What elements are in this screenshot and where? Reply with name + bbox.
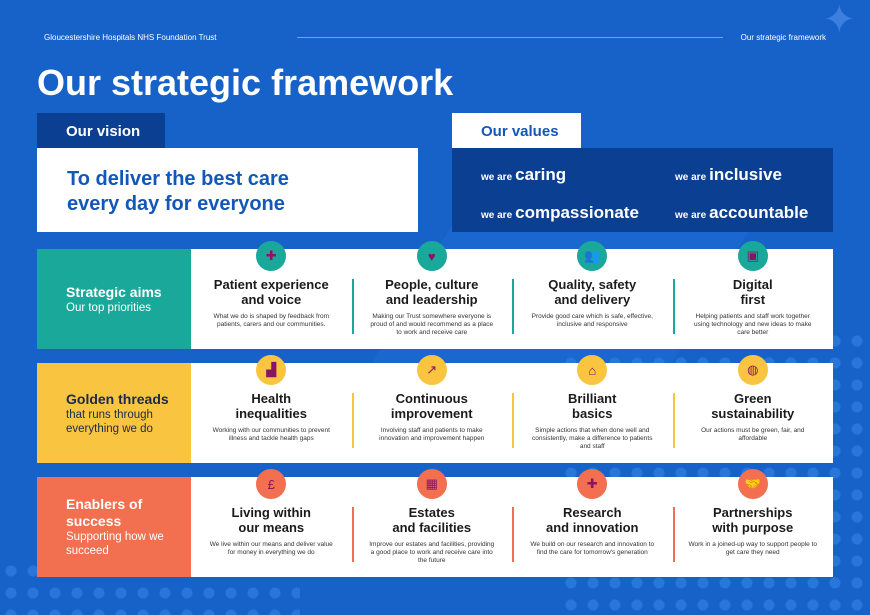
framework-card: ↗ Continuous improvement Involving staff…	[351, 355, 513, 463]
row-subtitle: that runs through everything we do	[66, 408, 153, 435]
pound-icon: £	[256, 469, 287, 499]
value-word: inclusive	[709, 165, 782, 184]
globe-icon: ◍	[737, 355, 768, 385]
row-title: Enablers of success	[66, 496, 143, 529]
value-word: accountable	[709, 202, 809, 222]
row-label: Strategic aims Our top priorities	[37, 249, 191, 349]
people-icon: 👥	[577, 241, 608, 271]
card-title: Digital first	[732, 277, 773, 307]
strategic-aims-row: Strategic aims Our top priorities ✚ Pati…	[37, 241, 834, 349]
framework-card: 🤝 Partnerships with purpose Work in a jo…	[672, 469, 834, 577]
enablers-row: Enablers of success Supporting how we su…	[37, 469, 834, 577]
framework-card: ▣ Digital first Helping patients and sta…	[672, 241, 834, 349]
section-name: Our strategic framework	[740, 33, 826, 42]
header-bar: Gloucestershire Hospitals NHS Foundation…	[44, 33, 826, 42]
card-title: Living within our means	[231, 505, 311, 535]
growth-arrow-icon: ↗	[416, 355, 447, 385]
org-name: Gloucestershire Hospitals NHS Foundation…	[44, 33, 217, 42]
framework-card: ▦ Estates and facilities Improve our est…	[351, 469, 513, 577]
value-word: caring	[515, 165, 567, 184]
card-description: We build on our research and innovation …	[530, 541, 655, 556]
handshake-icon: 🤝	[737, 469, 768, 499]
card-description: Provide good care which is safe, effecti…	[531, 313, 653, 328]
star-icon: ✦	[822, 0, 856, 42]
row-label: Enablers of success Supporting how we su…	[37, 477, 191, 577]
framework-card: ▟ Health inequalities Working with our c…	[191, 355, 352, 463]
card-description: Work in a joined-up way to support peopl…	[688, 541, 817, 556]
card-description: Improve our estates and facilities, prov…	[369, 541, 495, 564]
podium-icon: ▟	[256, 355, 287, 385]
card-title: Patient experience and voice	[213, 277, 329, 307]
values-tab: Our values	[452, 113, 581, 148]
value-prefix: we are	[675, 172, 707, 183]
framework-card: ♥ People, culture and leadership Making …	[351, 241, 513, 349]
value-prefix: we are	[675, 209, 707, 221]
value-prefix: we are	[481, 209, 513, 221]
row-subtitle: Supporting how we succeed	[66, 531, 164, 557]
card-title: Health inequalities	[235, 391, 308, 421]
house-check-icon: ⌂	[577, 355, 608, 385]
row-label: Golden threads that runs through everyth…	[37, 363, 191, 463]
row-subtitle: Our top priorities	[66, 301, 152, 314]
card-description: Simple actions that when done well and c…	[532, 427, 653, 450]
framework-card: ◍ Green sustainability Our actions must …	[672, 355, 834, 463]
framework-card: £ Living within our means We live within…	[191, 469, 352, 577]
card-description: Involving staff and patients to make inn…	[379, 427, 485, 442]
page-title: Our strategic framework	[37, 62, 454, 103]
research-book-icon: ✚	[577, 469, 608, 499]
card-description: What we do is shaped by feedback from pa…	[213, 313, 330, 328]
card-description: Working with our communities to prevent …	[212, 427, 330, 442]
card-description: We live within our means and deliver val…	[209, 541, 333, 556]
framework-card: ⌂ Brilliant basics Simple actions that w…	[512, 355, 673, 463]
vision-statement: To deliver the best care every day for e…	[37, 148, 418, 232]
header-divider	[296, 37, 723, 38]
card-title: Partnerships with purpose	[712, 505, 794, 535]
golden-threads-row: Golden threads that runs through everyth…	[37, 355, 834, 463]
card-title: Research and innovation	[546, 505, 639, 535]
hospital-building-icon: ▦	[416, 469, 447, 499]
row-title: Strategic aims	[66, 283, 162, 300]
card-title: People, culture and leadership	[385, 277, 479, 307]
framework-card: 👥 Quality, safety and delivery Provide g…	[512, 241, 673, 349]
card-title: Estates and facilities	[392, 505, 472, 535]
vision-tab: Our vision	[37, 113, 165, 148]
card-title: Brilliant basics	[568, 391, 617, 421]
card-title: Continuous improvement	[390, 391, 473, 421]
card-title: Quality, safety and delivery	[548, 277, 637, 307]
value-prefix: we are	[481, 172, 513, 183]
row-title: Golden threads	[66, 390, 169, 407]
framework-card: ✚ Research and innovation We build on ou…	[512, 469, 673, 577]
card-description: Our actions must be green, fair, and aff…	[701, 427, 805, 442]
chat-plus-icon: ✚	[256, 241, 287, 271]
value-word: compassionate	[515, 202, 639, 222]
card-description: Helping patients and staff work together…	[694, 313, 812, 336]
card-title: Green sustainability	[711, 391, 795, 421]
heart-shield-icon: ♥	[416, 241, 447, 271]
framework-card: ✚ Patient experience and voice What we d…	[191, 241, 352, 349]
card-description: Making our Trust somewhere everyone is p…	[370, 313, 494, 336]
laptop-plus-icon: ▣	[737, 241, 768, 271]
